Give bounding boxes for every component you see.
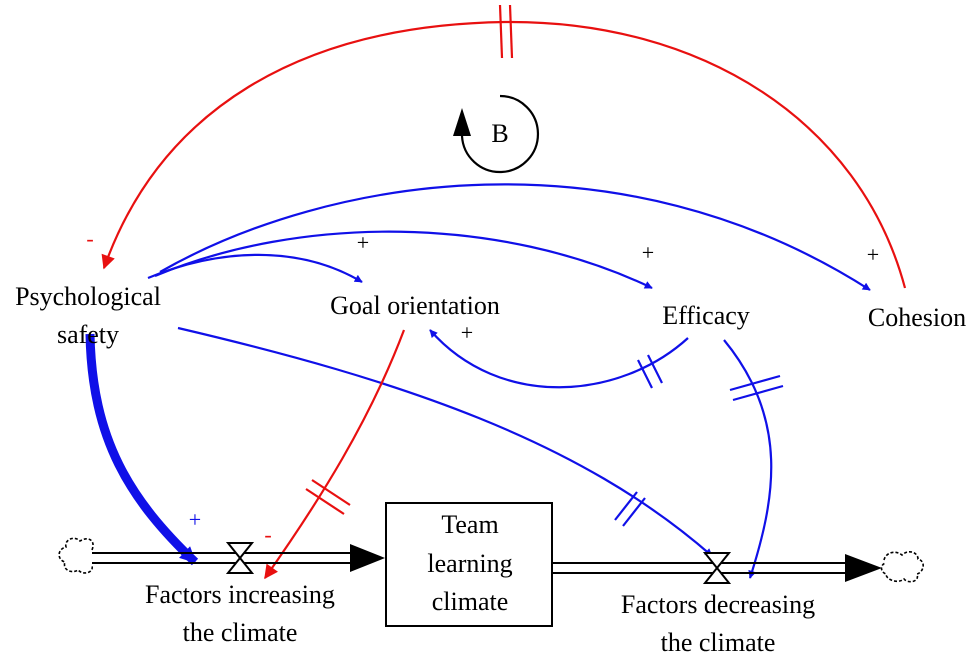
delay-mark-efficacy-to-goal xyxy=(637,354,663,389)
link-safety-to-increasing xyxy=(85,333,199,566)
inflow-valve-icon xyxy=(225,542,255,574)
sign-cohesion-to-safety-tail: + xyxy=(867,242,879,267)
sign-efficacy-to-goal: + xyxy=(461,320,473,345)
node-factors-increasing-line2: the climate xyxy=(183,618,298,647)
loop-label: B xyxy=(491,119,508,148)
sign-safety-to-increasing: + xyxy=(189,507,201,532)
sign-cohesion-to-safety-head: - xyxy=(86,226,93,251)
sign-goal-to-increasing: - xyxy=(264,522,271,547)
link-safety-to-decreasing xyxy=(177,326,713,557)
delay-mark-cohesion-to-safety xyxy=(498,4,514,59)
outflow-valve-icon xyxy=(702,552,732,584)
node-factors-decreasing-line1: Factors decreasing xyxy=(621,590,815,619)
inflow-pipe xyxy=(92,544,385,572)
outflow-pipe xyxy=(553,554,882,582)
stock-label-line1: Team xyxy=(441,510,498,539)
link-safety-to-efficacy xyxy=(154,230,653,289)
delay-mark-safety-to-decreasing xyxy=(614,491,646,527)
source-cloud-icon xyxy=(58,537,94,574)
node-factors-increasing-line1: Factors increasing xyxy=(145,580,335,609)
sign-safety-to-goal: + xyxy=(357,230,369,255)
node-cohesion: Cohesion xyxy=(868,303,966,332)
sink-cloud-icon xyxy=(880,550,924,583)
delay-mark-efficacy-to-decreasing xyxy=(729,374,784,402)
node-psychological-safety-line2: safety xyxy=(57,320,119,349)
node-goal-orientation: Goal orientation xyxy=(330,291,500,320)
link-cohesion-to-safety xyxy=(101,20,907,289)
link-efficacy-to-goal xyxy=(429,329,689,389)
node-psychological-safety-line1: Psychological xyxy=(15,282,161,311)
link-safety-to-goal xyxy=(147,253,363,283)
stock-label-line2: learning xyxy=(427,549,512,578)
balancing-loop-icon: B xyxy=(453,94,540,174)
node-efficacy: Efficacy xyxy=(662,301,750,330)
delay-mark-goal-to-increasing xyxy=(305,479,351,515)
link-efficacy-to-decreasing xyxy=(723,339,773,579)
stock-label-line3: climate xyxy=(432,587,509,616)
stock-team-learning-climate xyxy=(385,502,553,627)
link-goal-to-increasing xyxy=(264,329,406,580)
node-factors-decreasing-line2: the climate xyxy=(661,628,776,657)
sign-safety-to-efficacy: + xyxy=(642,240,654,265)
link-safety-to-cohesion xyxy=(159,183,871,291)
